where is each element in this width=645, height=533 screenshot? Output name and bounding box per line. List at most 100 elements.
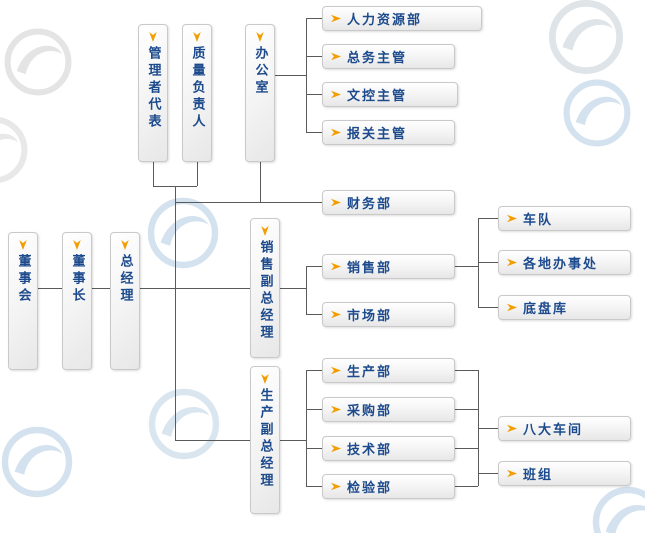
org-node-tech-dept: 技术部	[322, 436, 455, 461]
org-node-management-rep: 管理者代表	[138, 24, 168, 162]
arrow-icon	[331, 90, 341, 99]
arrow-icon	[72, 240, 82, 250]
arrow-icon	[18, 240, 28, 250]
connector-line	[306, 448, 322, 449]
org-node-label: 检验部	[347, 481, 393, 496]
arrow-icon	[331, 198, 341, 207]
connector-line	[280, 440, 306, 441]
org-node-work-teams: 班组	[498, 461, 631, 486]
org-node-label: 技术部	[347, 443, 393, 458]
arrow-icon	[507, 214, 517, 223]
arrow-icon	[260, 374, 270, 384]
arrow-icon	[260, 226, 270, 236]
arrow-icon	[331, 128, 341, 137]
watermark-logo-icon	[143, 193, 223, 273]
org-node-label: 董事会	[15, 254, 31, 305]
watermark-logo-icon	[0, 422, 77, 502]
arrow-icon	[331, 14, 341, 23]
connector-line	[306, 18, 307, 132]
connector-line	[306, 132, 322, 133]
arrow-icon	[331, 366, 341, 375]
connector-line	[478, 218, 498, 219]
connector-line	[478, 428, 498, 429]
watermark-logo-icon	[559, 75, 635, 151]
watermark-logo-icon	[0, 112, 32, 188]
arrow-icon	[507, 469, 517, 478]
connector-line	[175, 186, 176, 440]
org-node-finance-dept: 财务部	[322, 190, 455, 215]
org-node-label: 文控主管	[347, 89, 408, 104]
connector-line	[153, 162, 154, 186]
connector-line	[306, 266, 322, 267]
connector-line	[197, 162, 198, 186]
org-node-label: 质量负责人	[189, 46, 205, 131]
org-node-chassis-warehouse: 底盘库	[498, 295, 631, 320]
org-node-production-dept: 生产部	[322, 358, 455, 383]
arrow-icon	[192, 32, 202, 42]
arrow-icon	[331, 405, 341, 414]
arrow-icon	[331, 262, 341, 271]
org-node-label: 管理者代表	[145, 46, 161, 131]
connector-line	[306, 370, 322, 371]
arrow-icon	[331, 52, 341, 61]
org-node-customs: 报关主管	[322, 120, 455, 145]
org-node-sales-vice-gm: 销售副总经理	[250, 218, 280, 358]
connector-line	[153, 186, 197, 187]
arrow-icon	[120, 240, 130, 250]
org-node-doc-control: 文控主管	[322, 82, 458, 107]
arrow-icon	[255, 32, 265, 42]
watermark-logo-icon	[588, 482, 645, 533]
watermark-logo-icon	[544, 0, 628, 79]
org-node-general-manager: 总经理	[110, 232, 140, 370]
connector-line	[455, 486, 478, 487]
org-node-label: 董事长	[69, 254, 85, 305]
org-node-general-affairs: 总务主管	[322, 44, 455, 69]
connector-line	[455, 370, 478, 371]
org-node-label: 车队	[523, 213, 554, 228]
connector-line	[306, 56, 322, 57]
connector-line	[92, 288, 110, 289]
watermark-logo-icon	[0, 24, 76, 100]
org-node-label: 总经理	[117, 254, 133, 305]
connector-line	[455, 448, 478, 449]
connector-line	[306, 409, 322, 410]
org-node-label: 生产副总经理	[257, 388, 273, 490]
org-node-label: 销售部	[347, 261, 393, 276]
org-node-quality-lead: 质量负责人	[182, 24, 212, 162]
connector-line	[175, 202, 322, 203]
arrow-icon	[507, 258, 517, 267]
connector-line	[306, 266, 307, 314]
connector-line	[455, 409, 478, 410]
connector-line	[275, 75, 306, 76]
org-node-label: 办公室	[252, 46, 268, 97]
arrow-icon	[507, 424, 517, 433]
arrow-icon	[507, 303, 517, 312]
org-node-label: 销售副总经理	[257, 240, 273, 342]
org-node-marketing-dept: 市场部	[322, 302, 455, 327]
connector-line	[478, 307, 498, 308]
org-node-label: 生产部	[347, 365, 393, 380]
org-node-label: 报关主管	[347, 127, 408, 142]
org-node-eight-workshops: 八大车间	[498, 416, 631, 441]
connector-line	[175, 440, 250, 441]
org-node-label: 八大车间	[523, 423, 584, 438]
connector-line	[306, 94, 322, 95]
org-node-board: 董事会	[8, 232, 38, 370]
connector-line	[306, 18, 322, 19]
arrow-icon	[148, 32, 158, 42]
connector-line	[455, 266, 478, 267]
org-node-sales-dept: 销售部	[322, 254, 455, 279]
org-node-regional-offices: 各地办事处	[498, 250, 631, 275]
arrow-icon	[331, 482, 341, 491]
org-node-hr-dept: 人力资源部	[322, 6, 482, 31]
org-node-office: 办公室	[245, 24, 275, 162]
org-node-fleet: 车队	[498, 206, 631, 231]
connector-line	[306, 370, 307, 486]
watermark-logo-icon	[144, 384, 224, 464]
org-node-label: 财务部	[347, 197, 393, 212]
connector-line	[280, 288, 306, 289]
org-node-label: 总务主管	[347, 51, 408, 66]
connector-line	[260, 162, 261, 202]
connector-line	[478, 473, 498, 474]
